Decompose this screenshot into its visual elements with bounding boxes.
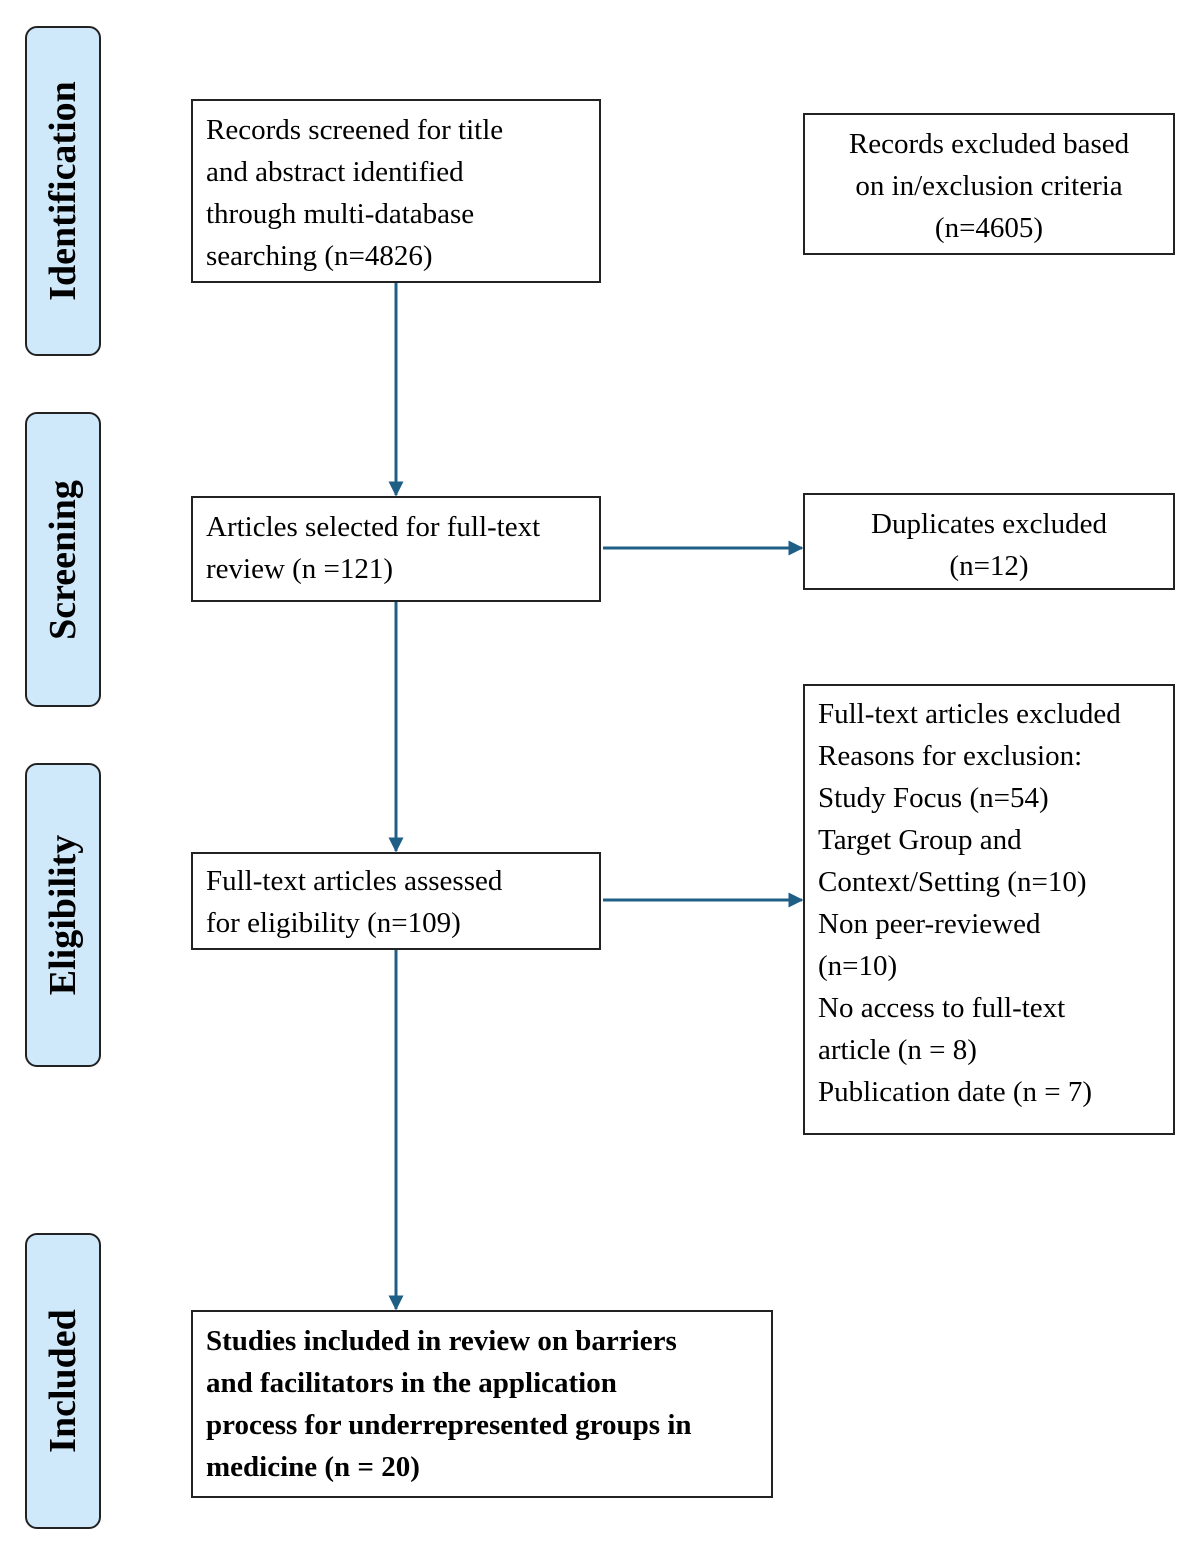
box-line: Full-text articles assessed <box>206 865 503 897</box>
box-line: Full-text articles excluded <box>818 698 1121 730</box>
box-line: process for underrepresented groups in <box>206 1409 692 1441</box>
box-line: Records excluded based <box>848 128 1130 160</box>
box-line: Study Focus (n=54) <box>818 782 1049 814</box>
stage-identification: Identification <box>25 26 101 356</box>
box-line: and abstract identified <box>206 156 464 188</box>
box-line: Records screened for title <box>206 114 504 146</box>
box-line: Context/Setting (n=10) <box>818 866 1087 898</box>
fulltext-assessed-box: Full-text articles assessed for eligibil… <box>191 852 601 950</box>
box-line: Reasons for exclusion: <box>818 740 1083 772</box>
box-line: (n=12) <box>949 550 1029 582</box>
records-screened-box: Records screened for title and abstract … <box>191 99 601 283</box>
box-line: No access to full-text <box>818 992 1066 1024</box>
stage-included: Included <box>25 1233 101 1529</box>
box-line: on in/exclusion criteria <box>855 170 1123 202</box>
box-line: (n=4605) <box>934 212 1044 244</box>
records-excluded-box: Records excluded based on in/exclusion c… <box>803 113 1175 255</box>
box-line: for eligibility (n=109) <box>206 907 461 939</box>
box-line: Studies included in review on barriers <box>206 1325 677 1357</box>
box-line: Articles selected for full-text <box>206 511 541 543</box>
box-line: Duplicates excluded <box>871 508 1107 540</box>
box-line: Target Group and <box>818 824 1022 856</box>
studies-included-box: Studies included in review on barriers a… <box>191 1310 773 1498</box>
box-line: (n=10) <box>818 950 898 982</box>
box-line: review (n =121) <box>206 553 394 585</box>
stage-screening: Screening <box>25 412 101 707</box>
box-line: through multi-database <box>206 198 475 230</box>
box-line: searching (n=4826) <box>206 240 433 272</box>
box-line: article (n = 8) <box>818 1034 977 1066</box>
box-line: Publication date (n = 7) <box>818 1076 1093 1108</box>
stage-eligibility: Eligibility <box>25 763 101 1067</box>
duplicates-excluded-box: Duplicates excluded (n=12) <box>803 493 1175 590</box>
box-line: Non peer-reviewed <box>818 908 1041 940</box>
fulltext-excluded-box: Full-text articles excluded Reasons for … <box>803 684 1175 1135</box>
articles-selected-box: Articles selected for full-text review (… <box>191 496 601 602</box>
box-line: and facilitators in the application <box>206 1367 617 1399</box>
box-line: medicine (n = 20) <box>206 1451 420 1483</box>
